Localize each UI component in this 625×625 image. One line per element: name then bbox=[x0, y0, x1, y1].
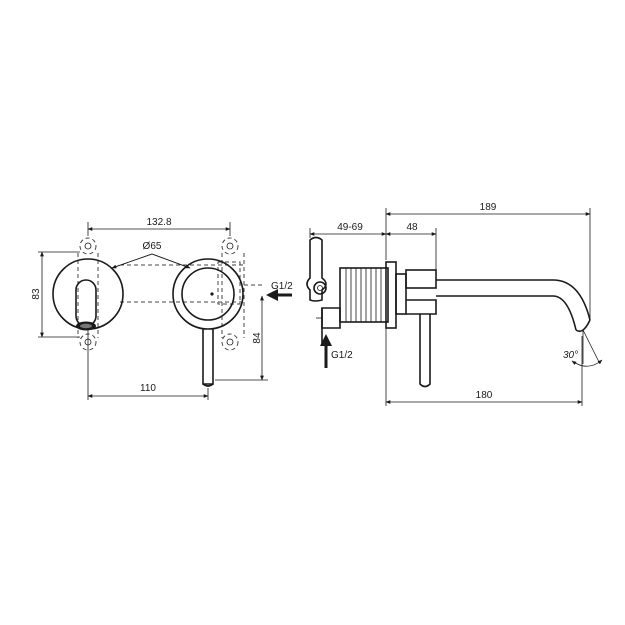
dimension-total-depth: 189 bbox=[385, 202, 591, 320]
mixer-rosette bbox=[172, 258, 244, 387]
side-view: G1/2 189 49-69 48 180 bbox=[306, 202, 603, 406]
front-view: 132.8 Ø65 83 110 84 bbox=[31, 217, 293, 400]
dimension-label-height-left: 83 bbox=[31, 288, 42, 300]
dimension-height-right: 84 bbox=[215, 295, 268, 381]
inlet-side-indicator: G1/2 bbox=[266, 281, 293, 301]
inlet-side-label: G1/2 bbox=[271, 281, 293, 292]
dimension-label-height-right: 84 bbox=[252, 332, 263, 344]
inlet-bottom-label: G1/2 bbox=[331, 350, 353, 361]
dimension-label-spout-offset: 110 bbox=[140, 383, 156, 394]
dimension-label-total-depth: 189 bbox=[480, 202, 497, 213]
wall-bracket bbox=[306, 236, 341, 346]
dimension-label-depth-fixed: 48 bbox=[406, 222, 418, 233]
dimension-diameter: Ø65 bbox=[111, 241, 191, 269]
dimension-label-depth-range: 49-69 bbox=[337, 222, 363, 233]
dimension-depth-fixed: 48 bbox=[385, 222, 437, 270]
valve-body bbox=[339, 261, 437, 329]
dimension-height-left: 83 bbox=[31, 251, 80, 338]
dimension-plate-width: 132.8 bbox=[87, 217, 231, 236]
lever bbox=[419, 314, 431, 388]
dimension-label-spout-length: 180 bbox=[476, 390, 493, 401]
dimension-label-diameter: Ø65 bbox=[143, 241, 162, 252]
dimension-spout-offset: 110 bbox=[87, 330, 209, 400]
dimension-label-plate-width: 132.8 bbox=[146, 217, 171, 228]
dimension-depth-range: 49-69 bbox=[309, 222, 387, 238]
spout-rosette bbox=[52, 258, 124, 331]
dimension-label-angle: 30° bbox=[563, 350, 578, 361]
dimension-angle: 30° bbox=[563, 329, 603, 367]
inlet-bottom-indicator: G1/2 bbox=[320, 334, 353, 368]
spout bbox=[436, 279, 591, 333]
dimension-spout-length: 180 bbox=[385, 328, 583, 406]
